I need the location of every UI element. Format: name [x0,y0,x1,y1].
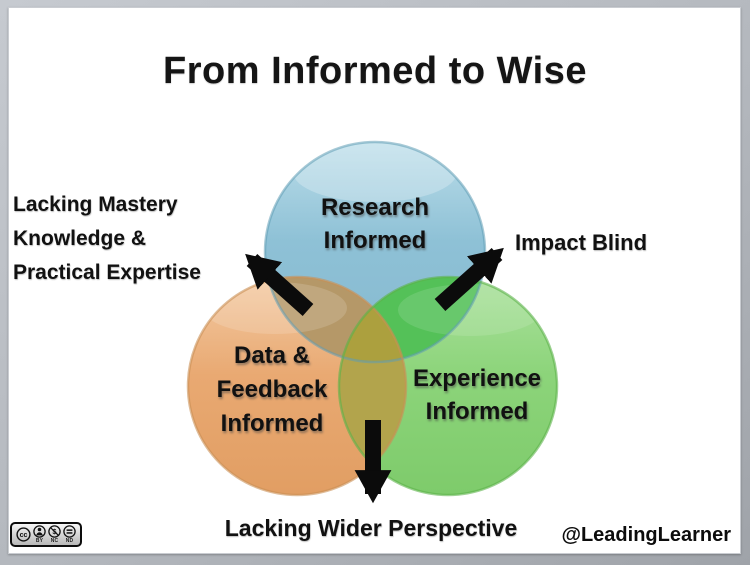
annotation-impact-blind: Impact Blind [515,230,648,255]
overlap-research-data [265,277,406,362]
rim-data [186,275,408,497]
label-research-informed: Research Informed [275,191,475,257]
sheen-experience [398,284,542,336]
license-label-nc: NC [50,538,59,544]
label-line: Research [320,194,430,221]
annotation-line: Practical Expertise [13,261,201,284]
label-line: Feedback [216,376,328,403]
label-data-feedback-informed: Data & Feedback Informed [172,339,372,441]
annotation-lacking-wider-perspective: Lacking Wider Perspective [224,515,518,541]
label-experience-informed: Experience Informed [377,362,577,428]
annotation-line: Knowledge & [13,227,147,250]
license-label-nd: ND [65,538,74,544]
credit-handle: @LeadingLearner [561,524,731,546]
person-icon: BY [33,525,46,544]
annotation-line: Lacking Mastery [13,193,178,216]
overlap-research-experience [339,277,485,362]
label-line: Informed [220,410,324,437]
sheen-research [293,142,457,202]
svg-text:cc: cc [20,532,28,539]
cc-license-badge: cc BY $ NC ND [10,522,82,547]
label-line: Experience [412,365,542,392]
annotation-lacking-mastery: Lacking Mastery Knowledge & Practical Ex… [13,188,263,290]
equals-icon: ND [63,525,76,544]
arrow-upper-left [245,253,314,316]
rim-experience [337,275,559,497]
label-line: Data & [233,342,311,369]
page-title: From Informed to Wise [163,50,587,92]
label-line: Informed [425,398,529,425]
license-label-by: BY [35,538,44,544]
arrow-upper-right [434,247,504,311]
no-dollar-icon: $ NC [48,525,61,544]
cc-icon: cc [16,527,31,542]
label-line: Informed [323,227,427,254]
